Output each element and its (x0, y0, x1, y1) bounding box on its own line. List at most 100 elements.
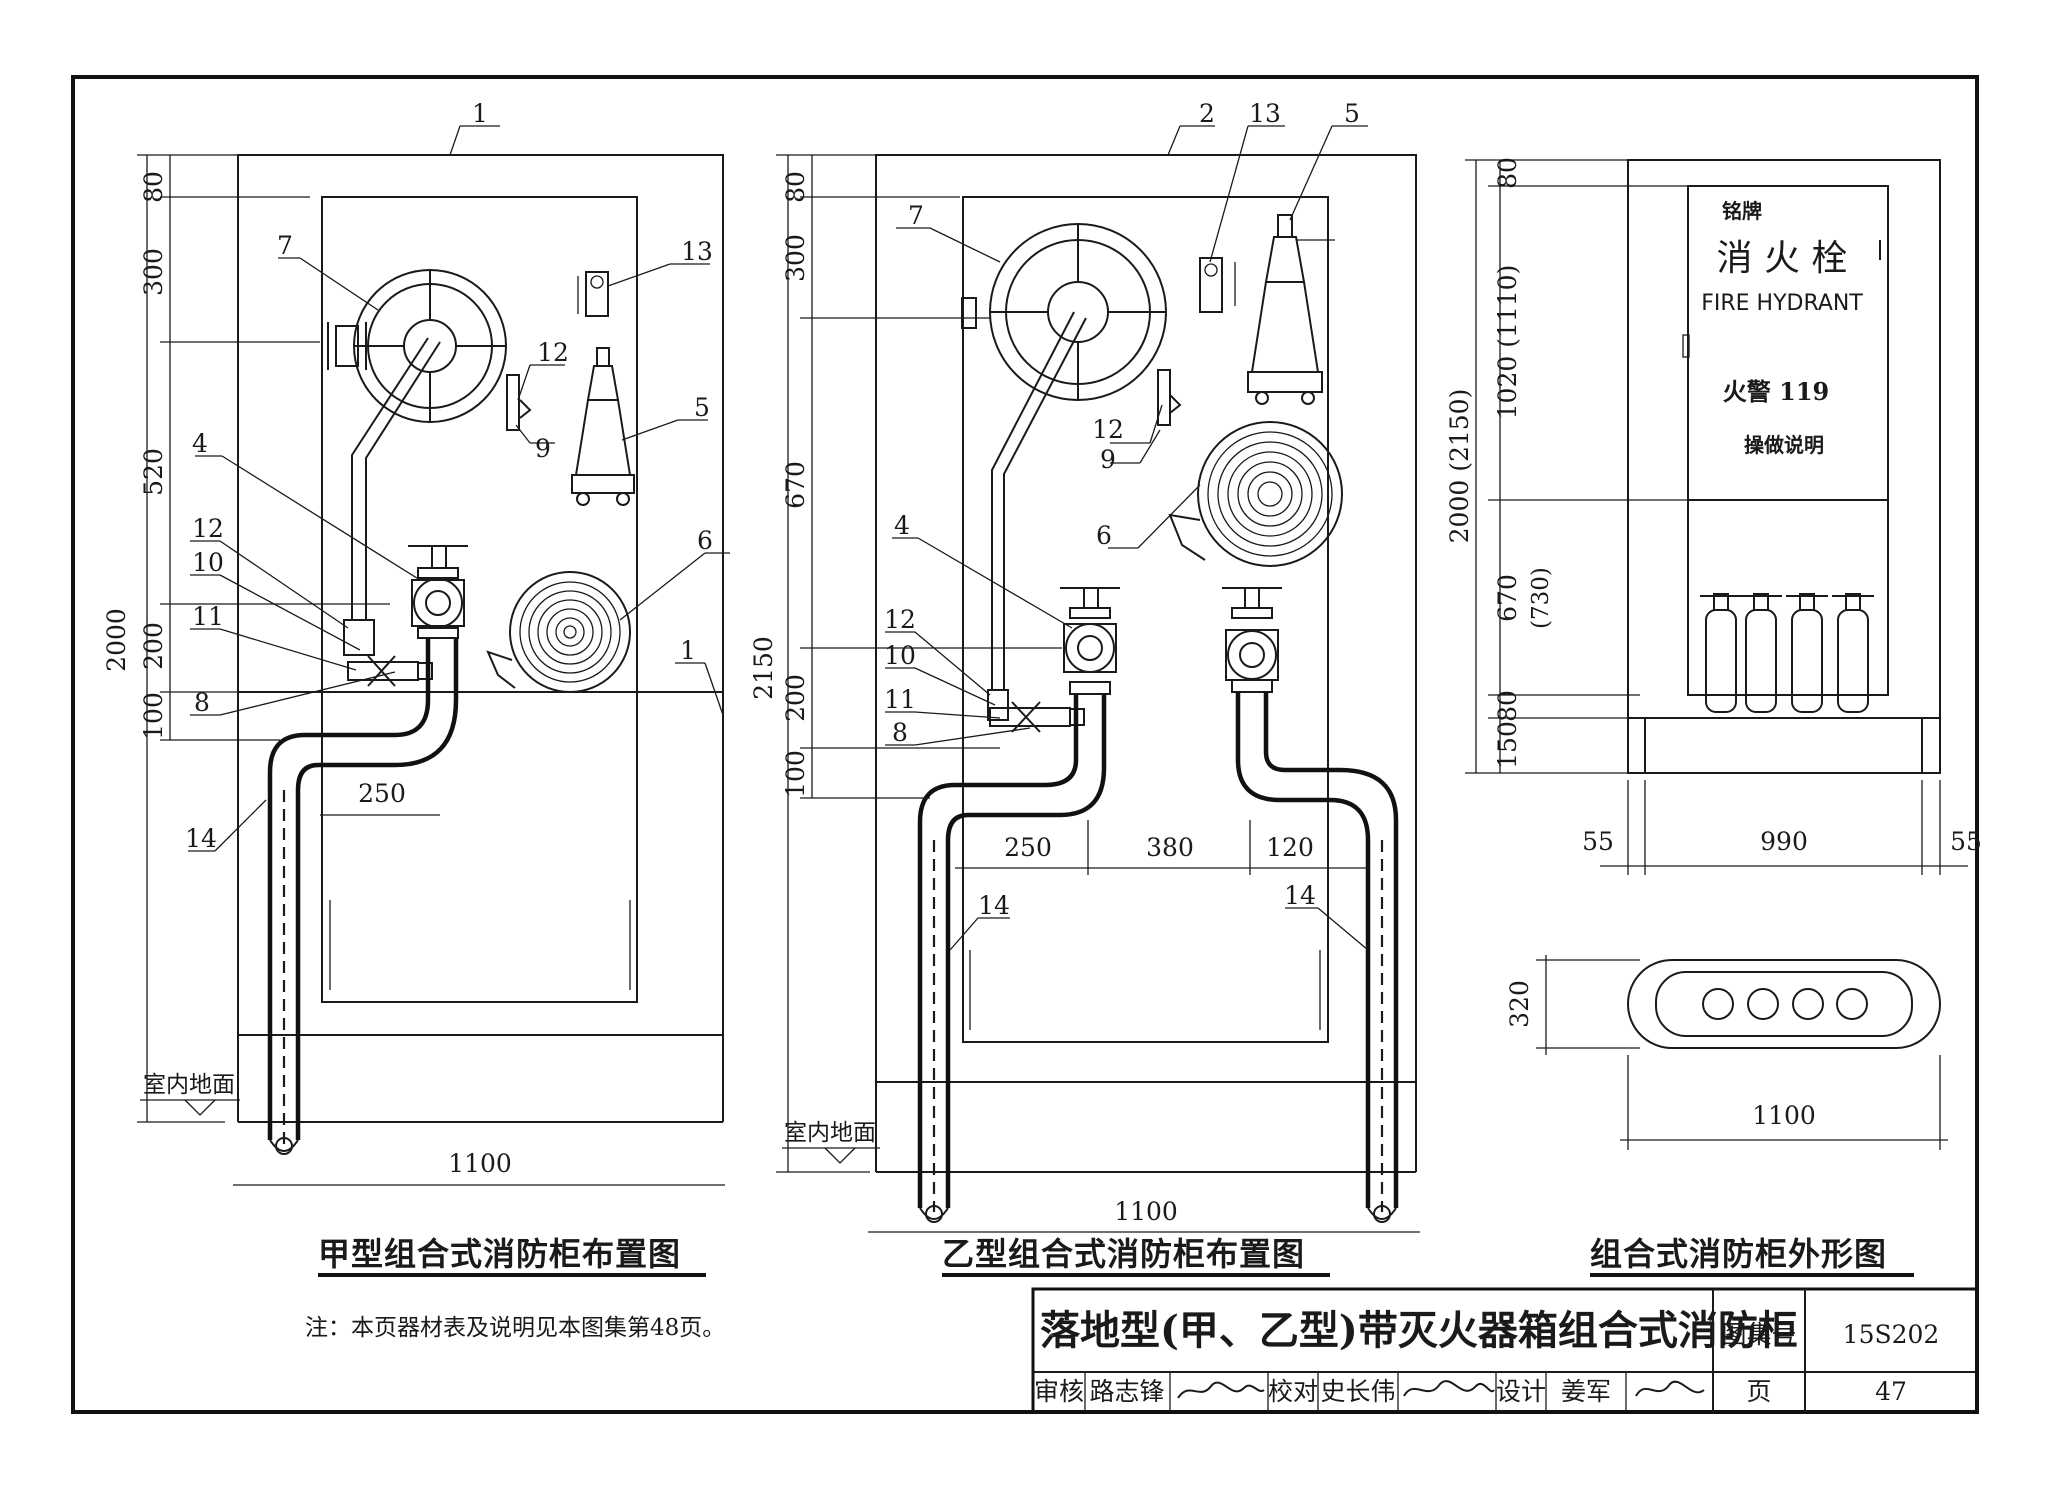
type-b-floor-label: 室内地面 (784, 1120, 876, 1146)
door-fire-alarm: 火警 119 (1723, 377, 1829, 406)
type-b-callout-12: 12 (884, 605, 916, 634)
check-label: 校对 (1268, 1377, 1318, 1406)
type-b-dim-100: 100 (781, 750, 810, 798)
designer-signature (1635, 1380, 1705, 1397)
type-b-callout-6: 6 (1096, 521, 1112, 550)
door-fire-hydrant-cn: 消 火 栓 (1717, 238, 1848, 279)
type-a-callout-10: 10 (192, 548, 224, 577)
type-a-dim-100: 100 (139, 692, 168, 740)
exterior-dim-55-right: 55 (1950, 827, 1982, 856)
drawing-title: 落地型(甲、乙型)带灭火器箱组合式消防柜 (1040, 1307, 1798, 1354)
type-a-callout-11: 11 (192, 602, 224, 631)
exterior-dim-150: 150 (1493, 721, 1522, 769)
type-a-callout-8: 8 (194, 688, 210, 717)
type-b-dim-total-height: 2150 (749, 636, 778, 700)
exterior-dim-1020: 1020 (1110) (1493, 265, 1522, 420)
type-a-dim-total-height: 2000 (102, 608, 131, 672)
type-a-callout-4: 4 (192, 429, 208, 458)
page-note: 注：本页器材表及说明见本图集第48页。 (305, 1315, 725, 1341)
type-b-callout-8: 8 (892, 718, 908, 747)
atlas-label: 图集号 (1721, 1320, 1796, 1349)
door-nameplate-label: 铭牌 (1722, 199, 1762, 223)
exterior-plan-width: 1100 (1752, 1101, 1816, 1130)
type-b-dim-120: 120 (1266, 833, 1314, 862)
type-b-callout-10: 10 (884, 641, 916, 670)
type-a-callout-5: 5 (694, 393, 710, 422)
type-b-callout-4: 4 (894, 511, 910, 540)
type-a-item-9 (506, 374, 520, 431)
checker-name: 史长伟 (1320, 1377, 1395, 1406)
type-a-title: 甲型组合式消防柜布置图 (318, 1235, 681, 1273)
type-a-callout-7: 7 (277, 231, 293, 260)
type-b-callout-12-top: 12 (1092, 415, 1124, 444)
page-number: 47 (1875, 1377, 1907, 1406)
type-a-callout-9: 9 (535, 434, 551, 463)
type-b-callout-2: 2 (1199, 99, 1215, 128)
type-b-dim-width: 1100 (1114, 1197, 1178, 1226)
review-label: 审核 (1034, 1377, 1084, 1406)
exterior-dim-670: 670 (1493, 574, 1522, 622)
type-a-dim-300: 300 (139, 248, 168, 296)
type-b-dim-380: 380 (1146, 833, 1194, 862)
page-label: 页 (1746, 1377, 1771, 1406)
door-operating-instructions: 操做说明 (1744, 433, 1824, 457)
type-b-callout-14-left: 14 (978, 891, 1010, 920)
exterior-dim-80-bottom: 80 (1493, 690, 1522, 722)
type-a-callout-14: 14 (185, 824, 217, 853)
type-b-dim-200: 200 (781, 674, 810, 722)
type-b-dim-250: 250 (1004, 833, 1052, 862)
type-a-nozzle (571, 347, 635, 506)
reviewer-signature (1177, 1381, 1265, 1399)
type-b-dim-300: 300 (781, 234, 810, 282)
type-a-callout-12: 12 (192, 514, 224, 543)
type-b-callout-11: 11 (884, 685, 916, 714)
exterior-dim-55-left: 55 (1582, 827, 1614, 856)
door-fire-hydrant-en: FIRE HYDRANT (1701, 291, 1863, 316)
type-b-callout-9: 9 (1100, 445, 1116, 474)
exterior-dim-990: 990 (1760, 827, 1808, 856)
exterior-title: 组合式消防柜外形图 (1590, 1235, 1887, 1273)
exterior-plan-view (1627, 959, 1941, 1049)
type-a-valve (347, 655, 433, 687)
type-a-hose-reel (327, 269, 507, 423)
type-b-hydrant-valve-left (1060, 587, 1120, 695)
type-b-title: 乙型组合式消防柜布置图 (942, 1235, 1305, 1273)
type-a-callout-12-top: 12 (537, 338, 569, 367)
type-b-hydrant-valve-right (1222, 587, 1282, 693)
type-a-item-13 (585, 271, 609, 317)
type-a-callout-1: 1 (472, 99, 488, 128)
type-b-callout-7: 7 (908, 201, 924, 230)
type-b-dim-80: 80 (781, 171, 810, 203)
type-a-callout-6: 6 (697, 526, 713, 555)
type-b-callout-14-right: 14 (1284, 881, 1316, 910)
type-b-nozzle (1247, 214, 1335, 405)
type-a-callout-1-right: 1 (680, 636, 696, 665)
atlas-number: 15S202 (1843, 1320, 1940, 1349)
exterior-dim-2000: 2000 (2150) (1445, 389, 1474, 544)
type-b-callout-13: 13 (1249, 99, 1281, 128)
type-a-dim-width: 1100 (448, 1149, 512, 1178)
type-a-dim-520: 520 (139, 448, 168, 496)
type-b-dim-670: 670 (781, 461, 810, 509)
reviewer-name: 路志锋 (1089, 1377, 1164, 1406)
exterior-dim-730: (730) (1528, 567, 1554, 629)
type-a-hose-coil (486, 571, 631, 693)
type-b-item-9 (1157, 369, 1171, 426)
type-a-dim-pipe-offset: 250 (358, 779, 406, 808)
type-a-hydrant-valve (408, 545, 468, 639)
exterior-dim-80-top: 80 (1493, 157, 1522, 189)
type-b-callout-5: 5 (1344, 99, 1360, 128)
design-label: 设计 (1496, 1377, 1546, 1406)
type-a-floor-label: 室内地面 (143, 1072, 235, 1098)
fire-extinguishers (1700, 593, 1874, 713)
checker-signature (1403, 1380, 1495, 1397)
type-a-callout-13: 13 (681, 237, 713, 266)
type-b-hose-coil (1168, 421, 1343, 567)
type-a-dim-200: 200 (139, 622, 168, 670)
